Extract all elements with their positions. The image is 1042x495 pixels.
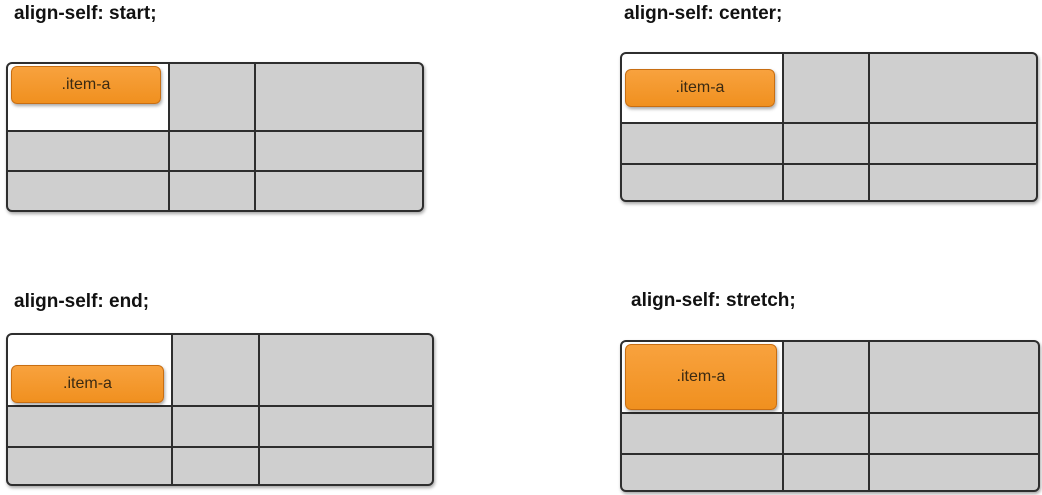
grid-cell: .item-a xyxy=(8,64,168,130)
panel-title-stretch: align-self: stretch; xyxy=(631,290,796,311)
grid-cell xyxy=(784,124,868,163)
grid-cell xyxy=(870,54,1036,122)
grid-cell xyxy=(8,132,168,170)
grid-cell xyxy=(170,132,254,170)
grid-cell xyxy=(870,455,1038,490)
grid-cell xyxy=(870,165,1036,200)
grid-cell xyxy=(784,414,868,453)
grid-cell xyxy=(170,172,254,210)
grid-cell xyxy=(8,407,171,446)
grid-cell xyxy=(256,132,422,170)
grid-cell xyxy=(256,172,422,210)
grid-cell: .item-a xyxy=(622,54,782,122)
grid-cell xyxy=(622,165,782,200)
grid-container-center: .item-a xyxy=(620,52,1038,202)
grid-container-end: .item-a xyxy=(6,333,434,486)
grid-cell xyxy=(8,172,168,210)
panel-title-start: align-self: start; xyxy=(14,3,157,24)
grid-cell xyxy=(784,54,868,122)
grid-cell xyxy=(173,407,258,446)
grid-cell xyxy=(260,335,432,405)
grid-cell xyxy=(8,448,171,484)
panel-title-end: align-self: end; xyxy=(14,291,150,312)
grid-cell xyxy=(260,448,432,484)
grid-item-a: .item-a xyxy=(625,69,775,107)
panel-title-center: align-self: center; xyxy=(624,3,783,24)
grid-cell xyxy=(622,414,782,453)
grid-container-start: .item-a xyxy=(6,62,424,212)
grid-cell xyxy=(173,448,258,484)
grid-cell xyxy=(870,342,1038,412)
grid-cell: .item-a xyxy=(622,342,782,412)
grid-cell xyxy=(784,455,868,490)
grid-cell xyxy=(260,407,432,446)
grid-cell xyxy=(170,64,254,130)
grid-item-a: .item-a xyxy=(11,66,161,104)
grid-item-a: .item-a xyxy=(625,344,777,410)
grid-cell xyxy=(870,414,1038,453)
grid-cell xyxy=(870,124,1036,163)
grid-cell: .item-a xyxy=(8,335,171,405)
grid-cell xyxy=(784,165,868,200)
grid-cell xyxy=(256,64,422,130)
grid-container-stretch: .item-a xyxy=(620,340,1040,492)
grid-cell xyxy=(173,335,258,405)
grid-item-a: .item-a xyxy=(11,365,164,403)
grid-cell xyxy=(622,455,782,490)
grid-cell xyxy=(622,124,782,163)
grid-cell xyxy=(784,342,868,412)
